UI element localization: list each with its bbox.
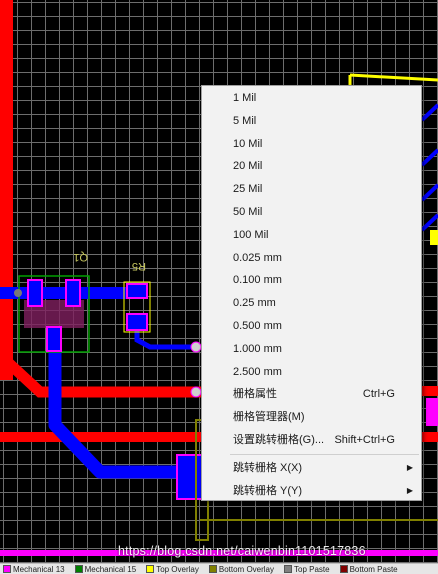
red-track-diagonal <box>0 350 205 398</box>
menu-separator <box>230 453 419 455</box>
layer-color-swatch <box>284 565 293 573</box>
r5-pad-2 <box>126 313 148 331</box>
via-left <box>14 289 22 297</box>
yellow-right-mark <box>430 230 438 245</box>
menu-item-label: 跳转栅格 Y(Y) <box>233 484 303 497</box>
layer-tab-label: Mechanical 13 <box>13 564 65 574</box>
layer-tab[interactable]: Top Paste <box>281 565 333 574</box>
menu-item-2-500-mm[interactable]: 2.500 mm <box>202 361 421 384</box>
menu-item-label: 10 Mil <box>233 137 263 150</box>
layer-tab-label: Top Paste <box>294 564 330 574</box>
q1-pad-3 <box>46 326 62 352</box>
grid-context-menu: 1 Mil 5 Mil 10 Mil 20 Mil 25 Mil 50 Mil … <box>201 85 422 501</box>
red-track-right-stub <box>415 386 438 396</box>
layer-tab[interactable]: Bottom Overlay <box>206 565 277 574</box>
layer-tab-label: Top Overlay <box>156 564 199 574</box>
menu-item-grid-manager[interactable]: 栅格管理器(M) <box>202 406 421 429</box>
r5-overlay <box>123 281 151 333</box>
layer-color-swatch <box>74 565 83 573</box>
r5-designator: R5 <box>132 260 146 272</box>
menu-item-1-000-mm[interactable]: 1.000 mm <box>202 338 421 361</box>
menu-item-20-mil[interactable]: 20 Mil <box>202 155 421 178</box>
r5-pad-1 <box>126 283 148 299</box>
submenu-arrow-icon: ▶ <box>406 462 413 472</box>
menu-item-0-500-mm[interactable]: 0.500 mm <box>202 315 421 338</box>
menu-item-25-mil[interactable]: 25 Mil <box>202 178 421 201</box>
large-pad <box>176 454 206 500</box>
menu-item-grid-properties[interactable]: 栅格属性 Ctrl+G <box>202 383 421 406</box>
yellow-overlay-top <box>349 73 438 82</box>
menu-item-label: 栅格管理器(M) <box>233 411 305 424</box>
menu-item-label: 0.100 mm <box>233 274 282 287</box>
red-track-left-vertical <box>0 0 13 380</box>
menu-item-5-mil[interactable]: 5 Mil <box>202 110 421 133</box>
layer-color-swatch <box>208 565 217 573</box>
menu-item-label: 5 Mil <box>233 114 257 127</box>
menu-item-label: 20 Mil <box>233 160 263 173</box>
via-lower <box>190 386 202 398</box>
menu-item-0-25-mm[interactable]: 0.25 mm <box>202 292 421 315</box>
red-track-horizontal-lower <box>0 432 205 442</box>
red-track-right-stub-lower <box>422 432 438 442</box>
via-middle <box>190 341 202 353</box>
shortcut-label: Ctrl+G <box>362 388 395 401</box>
menu-item-50-mil[interactable]: 50 Mil <box>202 201 421 224</box>
layer-tab[interactable]: Mechanical 15 <box>72 565 140 574</box>
layer-tab[interactable]: Top Overlay <box>143 565 202 574</box>
q1-pad-1 <box>27 279 43 307</box>
menu-item-label: 设置跳转栅格(G)... <box>233 433 325 446</box>
menu-item-1-mil[interactable]: 1 Mil <box>202 87 421 110</box>
submenu-arrow-icon: ▶ <box>406 485 413 495</box>
q1-pad-2 <box>65 279 81 307</box>
menu-item-0-100-mm[interactable]: 0.100 mm <box>202 269 421 292</box>
menu-item-10-mil[interactable]: 10 Mil <box>202 133 421 156</box>
menu-item-0-025-mm[interactable]: 0.025 mm <box>202 247 421 270</box>
menu-item-label: 2.500 mm <box>233 365 282 378</box>
watermark-text: https://blog.csdn.net/caiwenbin110151783… <box>118 544 366 558</box>
layer-tab[interactable]: Mechanical 13 <box>0 565 68 574</box>
magenta-right-pad <box>426 398 438 426</box>
layer-tab-label: Mechanical 15 <box>84 564 137 574</box>
menu-item-label: 栅格属性 <box>233 388 277 401</box>
menu-item-label: 跳转栅格 X(X) <box>233 461 303 474</box>
magenta-bottom-strip <box>0 550 438 556</box>
layer-color-swatch <box>3 565 11 573</box>
layer-color-swatch <box>146 565 155 573</box>
menu-item-set-snap-grid[interactable]: 设置跳转栅格(G)... Shift+Ctrl+G <box>202 429 421 452</box>
menu-item-label: 100 Mil <box>233 228 269 241</box>
menu-item-100-mil[interactable]: 100 Mil <box>202 224 421 247</box>
blue-track-down <box>48 340 180 479</box>
layer-tab-label: Bottom Paste <box>349 564 398 574</box>
menu-item-label: 0.500 mm <box>233 319 282 332</box>
layer-tab[interactable]: Bottom Paste <box>337 565 401 574</box>
menu-item-label: 25 Mil <box>233 183 263 196</box>
q1-designator: Q1 <box>73 251 88 263</box>
shortcut-label: Shift+Ctrl+G <box>334 433 395 446</box>
menu-item-label: 50 Mil <box>233 205 263 218</box>
menu-item-label: 0.25 mm <box>233 297 276 310</box>
menu-item-label: 0.025 mm <box>233 251 282 264</box>
layer-tab-label: Bottom Overlay <box>218 564 275 574</box>
menu-item-label: 1 Mil <box>233 92 257 104</box>
layer-color-swatch <box>339 565 348 573</box>
blue-right-marks <box>420 103 438 232</box>
menu-item-snap-grid-x[interactable]: 跳转栅格 X(X) ▶ <box>202 457 421 480</box>
menu-item-snap-grid-y[interactable]: 跳转栅格 Y(Y) ▶ <box>202 480 421 503</box>
layer-tab-bar: Mechanical 13 Mechanical 15 Top Overlay Bot… <box>0 563 438 574</box>
menu-item-label: 1.000 mm <box>233 342 282 355</box>
